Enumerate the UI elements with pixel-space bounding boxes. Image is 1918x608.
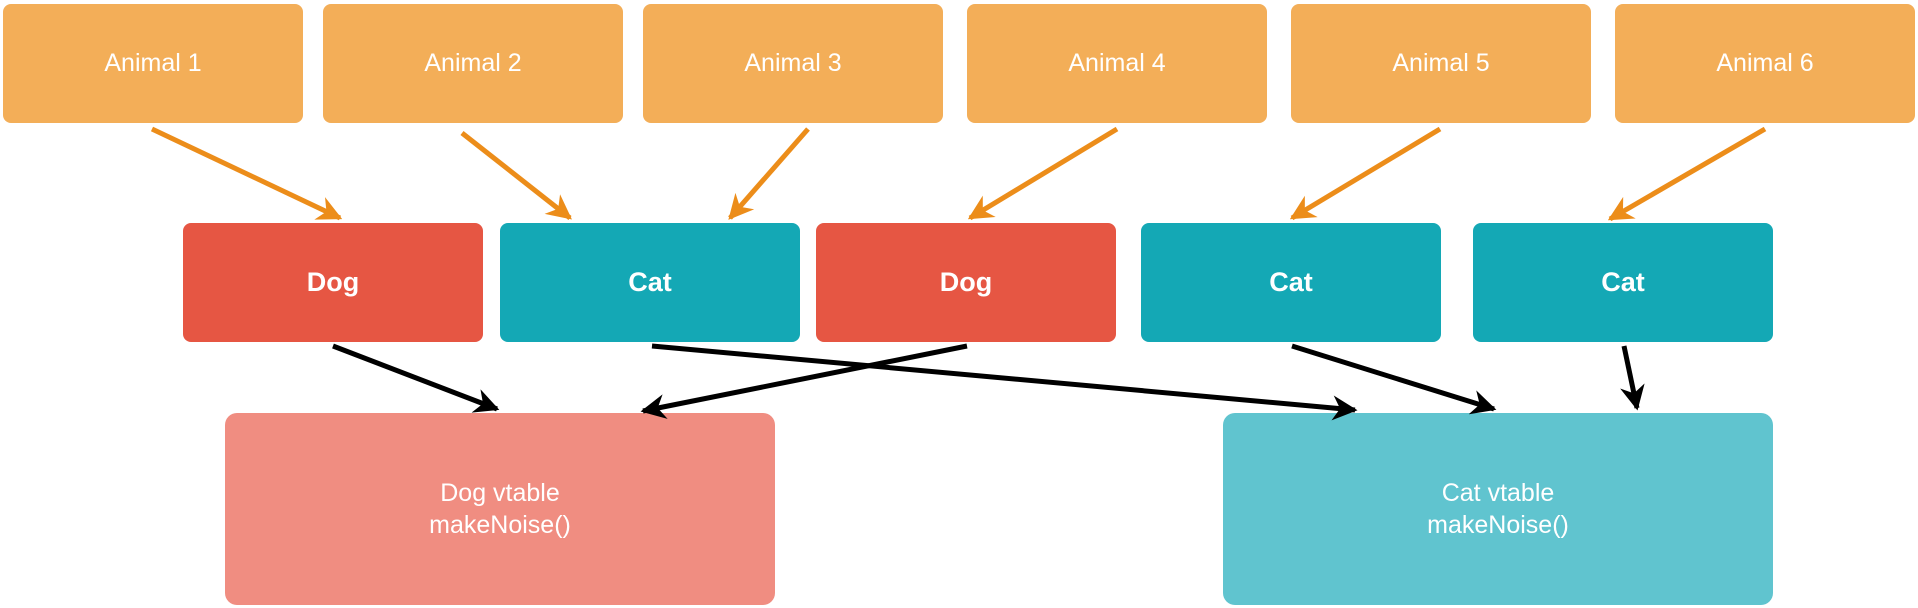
animal-5-label: Animal 5: [1392, 49, 1490, 77]
type-dog-2-box: Dog: [816, 223, 1116, 342]
animal-3-box: Animal 3: [643, 4, 943, 123]
animal-6-label: Animal 6: [1716, 49, 1814, 77]
dog-vtable-name: Dog vtable: [440, 478, 560, 507]
arrow-cat3-to-cat-vtable: [1620, 345, 1645, 411]
type-cat-3-label: Cat: [1601, 267, 1645, 297]
animal-3-label: Animal 3: [744, 49, 842, 77]
type-cat-2-label: Cat: [1269, 267, 1313, 297]
type-dog-1-box: Dog: [183, 223, 483, 342]
dog-vtable-method: makeNoise(): [429, 511, 571, 539]
animal-4-box: Animal 4: [967, 4, 1267, 123]
animal-1-box: Animal 1: [3, 4, 303, 123]
arrow-cat1-to-cat-vtable: [651, 343, 1358, 421]
arrow-animal1-to-dog1: [150, 126, 343, 221]
animal-5-box: Animal 5: [1291, 4, 1591, 123]
type-cat-1-box: Cat: [500, 223, 800, 342]
animal-4-label: Animal 4: [1068, 49, 1166, 77]
arrow-animal5-to-cat2: [1289, 126, 1442, 221]
type-cat-3-box: Cat: [1473, 223, 1773, 342]
type-dog-2-label: Dog: [939, 267, 993, 297]
dog-vtable-box: Dog vtable makeNoise(): [225, 413, 775, 605]
animal-6-box: Animal 6: [1615, 4, 1915, 123]
cat-vtable-box: Cat vtable makeNoise(): [1223, 413, 1773, 605]
arrow-animal2-to-cat1: [460, 131, 572, 220]
animal-1-label: Animal 1: [104, 49, 202, 77]
animal-2-box: Animal 2: [323, 4, 623, 123]
cat-vtable-name: Cat vtable: [1441, 478, 1555, 507]
animal-2-label: Animal 2: [424, 49, 522, 77]
type-cat-2-box: Cat: [1141, 223, 1441, 342]
arrow-dog2-to-dog-vtable: [640, 343, 968, 419]
arrow-dog1-to-dog-vtable: [332, 343, 500, 413]
arrow-animal3-to-cat1: [728, 127, 810, 220]
arrow-cat2-to-cat-vtable: [1291, 343, 1497, 415]
type-dog-1-label: Dog: [306, 267, 360, 297]
type-cat-1-label: Cat: [628, 267, 672, 297]
arrow-animal6-to-cat3: [1607, 126, 1767, 222]
arrow-animal4-to-dog2: [967, 126, 1119, 221]
cat-vtable-method: makeNoise(): [1427, 511, 1569, 539]
